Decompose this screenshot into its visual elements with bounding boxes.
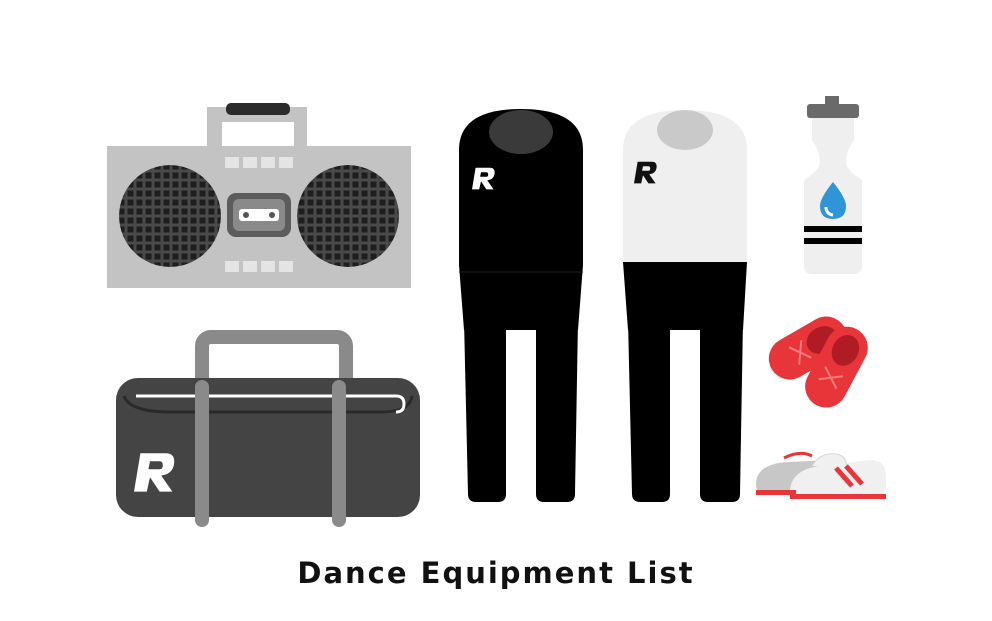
boombox-buttons-top (225, 157, 293, 168)
boombox-buttons-bottom (225, 261, 293, 272)
boombox-icon (107, 103, 411, 288)
white-leotard-tights-icon (623, 110, 747, 502)
red-ballet-shoes-icon (768, 316, 868, 408)
speaker-left-icon (119, 165, 221, 267)
page-title: Dance Equipment List (297, 556, 695, 590)
illustration (107, 96, 886, 527)
speaker-right-icon (297, 165, 399, 267)
black-leotard-tights-icon (459, 109, 583, 502)
duffel-bag-icon (116, 330, 420, 527)
white-sneakers-icon (756, 451, 886, 499)
brand-logo-icon (134, 453, 175, 492)
water-bottle-icon (804, 96, 862, 274)
cassette-icon (227, 193, 291, 237)
brand-logo-icon (472, 167, 495, 190)
water-drop-icon (820, 182, 846, 219)
brand-logo-icon (634, 161, 657, 184)
